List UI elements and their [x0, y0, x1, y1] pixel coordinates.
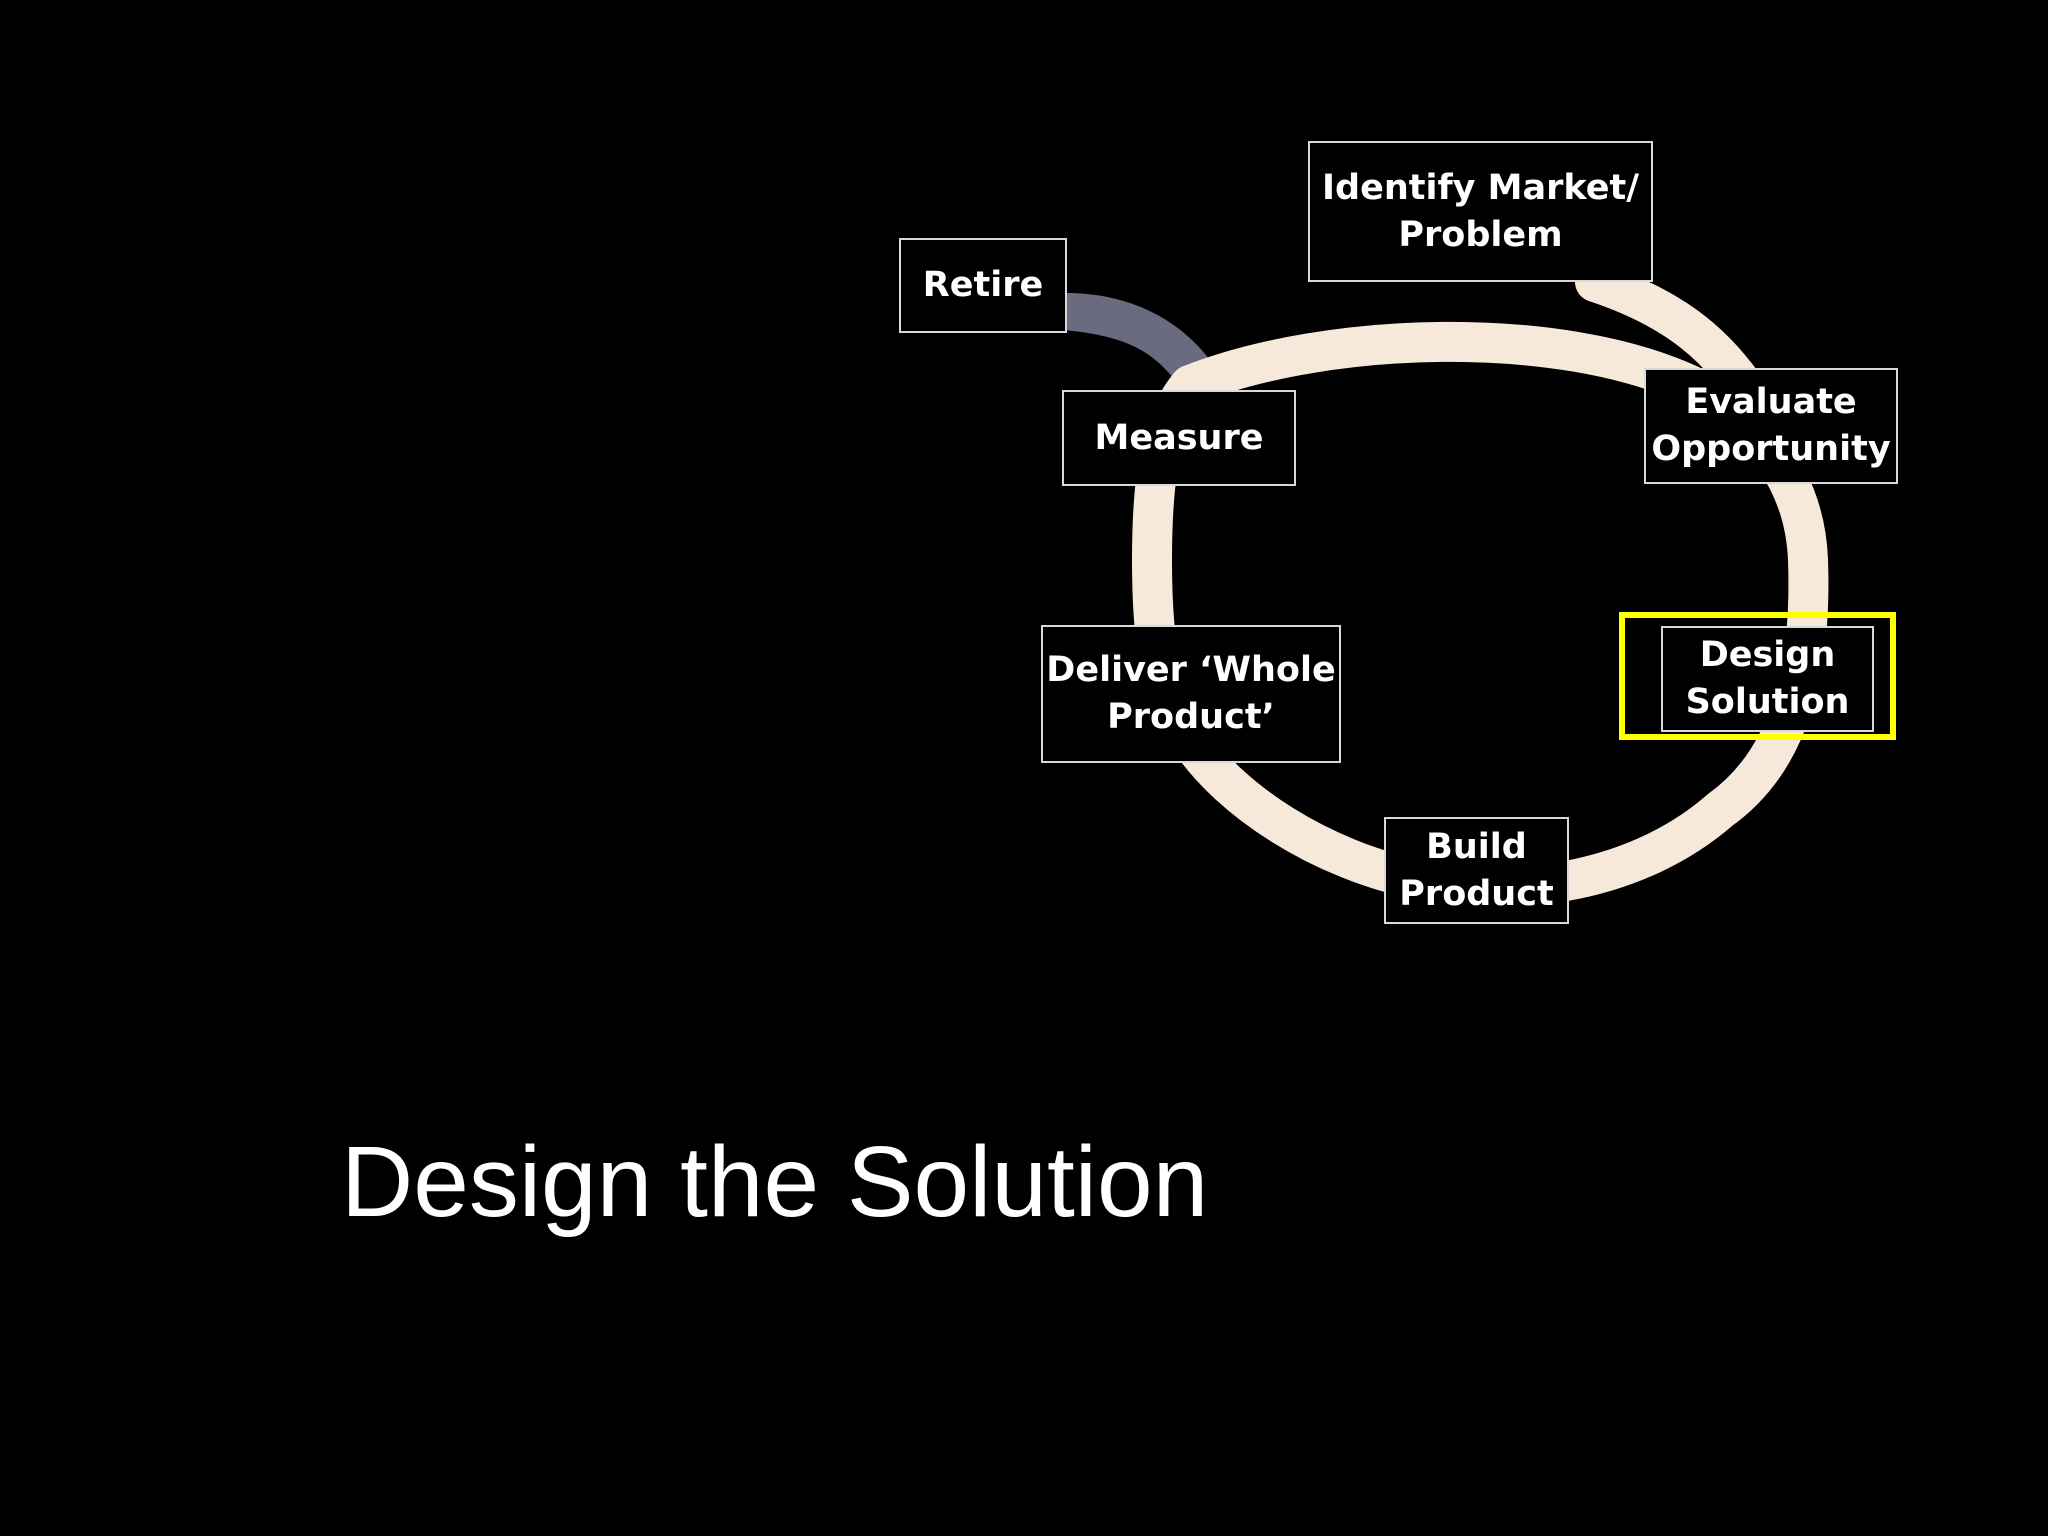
stage-measure-label: Measure — [1094, 417, 1264, 458]
stage-design-line1: Design — [1699, 635, 1836, 675]
stage-identify-line2: Problem — [1398, 214, 1563, 255]
stage-identify-line1: Identify Market/ — [1322, 167, 1639, 208]
stage-build-line2: Product — [1399, 873, 1554, 914]
stage-evaluate-opportunity: Evaluate Opportunity — [1644, 368, 1898, 484]
stage-deliver-line1: Deliver ‘Whole — [1046, 650, 1336, 690]
stage-build-line1: Build — [1426, 826, 1527, 867]
stage-measure: Measure — [1062, 390, 1296, 486]
slide-title: Design the Solution — [341, 1126, 1209, 1238]
stage-deliver-whole-product: Deliver ‘Whole Product’ — [1041, 625, 1341, 763]
stage-identify-market: Identify Market/ Problem — [1308, 141, 1653, 282]
stage-deliver-line2: Product’ — [1107, 697, 1275, 737]
stage-design-line2: Solution — [1685, 682, 1850, 722]
stage-build-product: Build Product — [1384, 817, 1569, 924]
stage-retire-label: Retire — [922, 265, 1044, 305]
stage-evaluate-line1: Evaluate — [1685, 382, 1857, 422]
retire-exit-arrow — [1040, 293, 1222, 390]
stage-evaluate-line2: Opportunity — [1651, 429, 1891, 469]
stage-retire: Retire — [899, 238, 1067, 333]
stage-design-solution: Design Solution — [1661, 626, 1874, 732]
current-stage-highlight — [1619, 612, 1896, 740]
